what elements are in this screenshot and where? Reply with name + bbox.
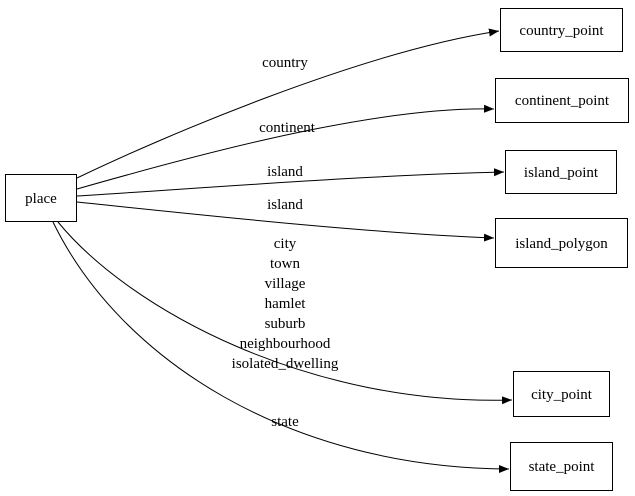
node-label-continent-point: continent_point (515, 93, 610, 109)
edge-place-city_point (57, 221, 513, 405)
node-island-point: island_point (505, 150, 617, 194)
edge-place-island_point (76, 168, 505, 197)
node-box-city-point (513, 371, 610, 417)
node-label-place: place (25, 191, 57, 207)
edge-label-city-line: city (274, 236, 297, 252)
edge-label-village-line: village (265, 276, 306, 292)
node-state-point: state_point (510, 442, 613, 491)
edge-label-continent: continent (259, 120, 316, 136)
node-label-country-point: country_point (519, 23, 604, 39)
edge-label-hamlet-line: hamlet (265, 296, 307, 312)
node-label-state-point: state_point (529, 459, 596, 475)
edge-place-country_point (76, 28, 500, 179)
edge-label-island-polygon: island (267, 197, 303, 213)
node-place: place (5, 174, 77, 222)
edge-label-island-point: island (267, 164, 303, 180)
node-box-state-point (510, 442, 613, 491)
edge-place-state_point (52, 221, 510, 473)
node-label-island-point: island_point (524, 165, 599, 181)
node-country-point: country_point (500, 8, 623, 52)
edge-place-island_polygon (76, 201, 495, 242)
node-label-island-polygon: island_polygon (515, 236, 608, 252)
node-box-place (5, 174, 77, 222)
node-box-continent-point (495, 78, 629, 123)
edge-label-state: state (271, 414, 299, 430)
node-box-island-polygon (495, 218, 628, 268)
node-box-country-point (500, 8, 623, 52)
node-city-point: city_point (513, 371, 610, 417)
edge-label-city-multiline: city town village hamlet suburb neighbou… (232, 236, 339, 372)
edge-label-country: country (262, 55, 308, 71)
edge-place-continent_point (76, 104, 495, 190)
node-label-city-point: city_point (531, 387, 593, 403)
edge-label-isolated-dwelling-line: isolated_dwelling (232, 356, 339, 372)
node-continent-point: continent_point (495, 78, 629, 123)
edge-label-town-line: town (270, 256, 301, 272)
node-island-polygon: island_polygon (495, 218, 628, 268)
edge-label-suburb-line: suburb (265, 316, 306, 332)
node-box-island-point (505, 150, 617, 194)
edge-label-neighbourhood-line: neighbourhood (240, 336, 331, 352)
